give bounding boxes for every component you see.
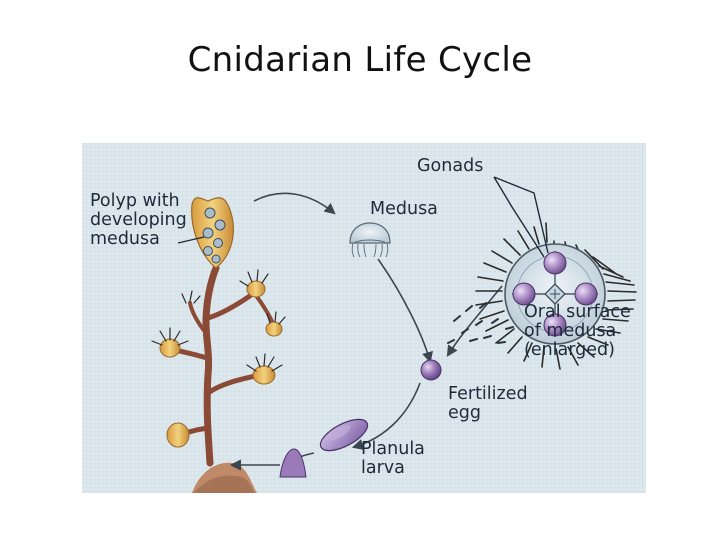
gonads-leader-1: [493, 176, 545, 258]
leader-lines: [177, 176, 549, 258]
settling-larva: [279, 448, 307, 478]
label-polyp-with-developing-medusa: Polyp with developing medusa: [90, 191, 187, 249]
label-gonads: Gonads: [417, 156, 484, 176]
arrow-egg-to-planula: [351, 382, 421, 450]
gonads-leader-2: [493, 176, 549, 254]
label-fertilized-egg: Fertilized egg: [448, 384, 528, 423]
fertilized-egg: [420, 359, 442, 381]
developing-medusae: [202, 207, 226, 264]
oral-surface-enlarged: [475, 222, 637, 370]
arrow-gametes-to-egg: [446, 285, 503, 357]
polyp-colony: [151, 197, 286, 467]
planula-larva: [319, 418, 369, 452]
label-medusa: Medusa: [370, 199, 438, 219]
polyp-leader: [177, 236, 205, 244]
label-oral-surface-of-medusa: Oral surface of medusa (enlarged): [524, 302, 631, 360]
gonad-balls: [512, 251, 598, 337]
medusa: [349, 222, 391, 258]
label-planula-larva: Planula larva: [361, 439, 425, 478]
life-cycle-illustration: [82, 143, 646, 493]
cycle-arrows: [229, 192, 503, 471]
feeding-polyps: [159, 280, 283, 448]
arrow-polyp-to-medusa: [253, 192, 336, 215]
polyp-tentacles: [151, 269, 286, 372]
life-cycle-diagram: Polyp with developing medusa Medusa Gona…: [82, 143, 646, 493]
arrow-medusa-to-egg: [377, 258, 433, 364]
slide-title: Cnidarian Life Cycle: [187, 40, 533, 80]
